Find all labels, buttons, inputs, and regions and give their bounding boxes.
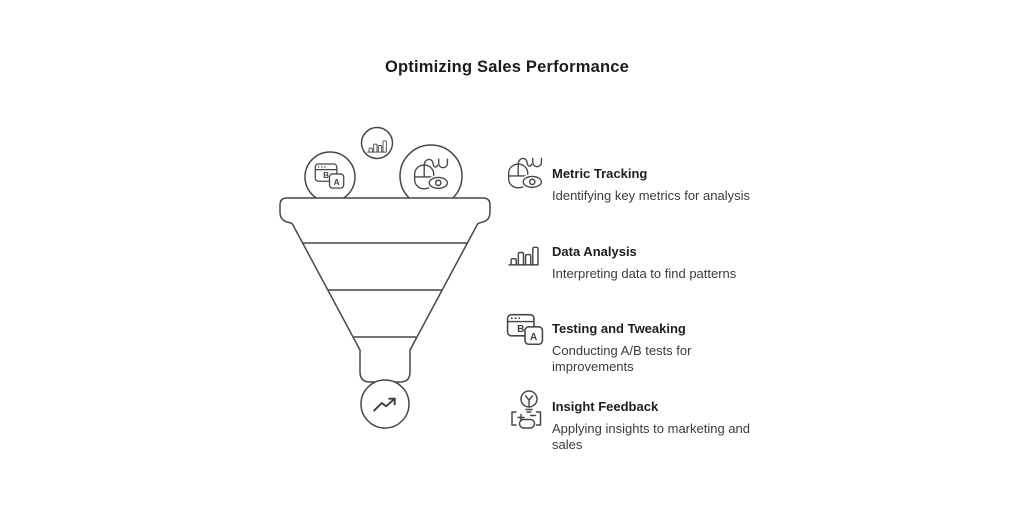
- legend-item-data-analysis: Data Analysis Interpreting data to find …: [505, 233, 765, 282]
- legend-item-description: Interpreting data to find patterns: [552, 266, 737, 281]
- bar-chart-icon: [508, 239, 539, 266]
- badge-circle-trend: [360, 379, 410, 429]
- legend-item-metric-tracking: Metric Tracking Identifying key metrics …: [505, 155, 765, 204]
- legend-item-insight-feedback: Insight Feedback Applying insights to ma…: [505, 386, 765, 453]
- legend-item-title: Testing and Tweaking: [552, 321, 686, 336]
- legend-item-title: Data Analysis: [552, 244, 637, 259]
- badge-circle-bar-chart: [360, 126, 394, 160]
- page-title: Optimizing Sales Performance: [384, 58, 629, 76]
- legend-item-title: Insight Feedback: [552, 399, 659, 414]
- legend-item-title: Metric Tracking: [552, 166, 648, 181]
- legend-item-description: Applying insights to marketing and sales: [552, 421, 751, 452]
- funnel-diagram: B A: [279, 126, 491, 429]
- legend-item-description: Identifying key metrics for analysis: [552, 188, 750, 203]
- mouse-eye-icon: [505, 156, 545, 191]
- legend-item-testing-tweaking: Testing and Tweaking Conducting A/B test…: [505, 308, 765, 375]
- legend-item-description: Conducting A/B tests for improvements: [552, 343, 692, 374]
- ab-testing-icon: [506, 311, 544, 349]
- insight-feedback-icon: [505, 389, 547, 429]
